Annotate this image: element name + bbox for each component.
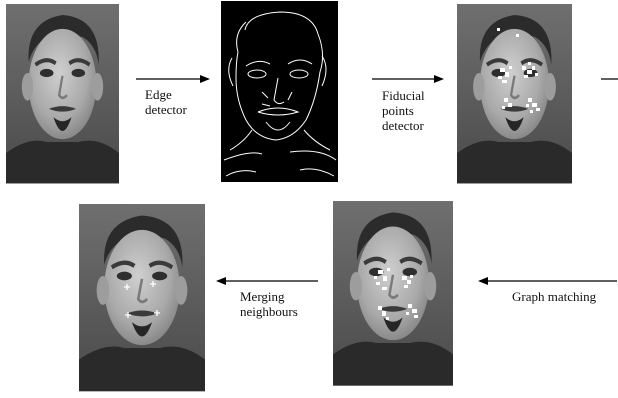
- label-line: detector: [382, 118, 424, 133]
- arrow-right-icon: [136, 75, 210, 83]
- label-line: Graph matching: [512, 289, 597, 304]
- label-graph-matching: Graph matching: [512, 289, 596, 304]
- label-merging-neighbours: Merging neighbours: [240, 289, 298, 319]
- label-line: Fiducial: [382, 88, 425, 103]
- arrow-left-icon: [216, 277, 318, 285]
- merged-points-image: [79, 204, 205, 391]
- fiducial-points-image: [457, 4, 572, 183]
- label-line: detector: [145, 102, 187, 117]
- arrow-right-icon: [372, 75, 444, 83]
- arrow-left-icon: [478, 277, 617, 285]
- label-edge-detector: Edge detector: [145, 87, 187, 117]
- label-fiducial-points-detector: Fiducial points detector: [382, 88, 425, 133]
- label-line: Merging: [240, 289, 285, 304]
- edge-map-image: [221, 1, 338, 182]
- label-line: Edge: [145, 87, 172, 102]
- label-line: neighbours: [240, 304, 298, 319]
- label-line: points: [382, 103, 414, 118]
- graph-matching-image: [333, 201, 453, 386]
- input-face-image: [6, 4, 119, 183]
